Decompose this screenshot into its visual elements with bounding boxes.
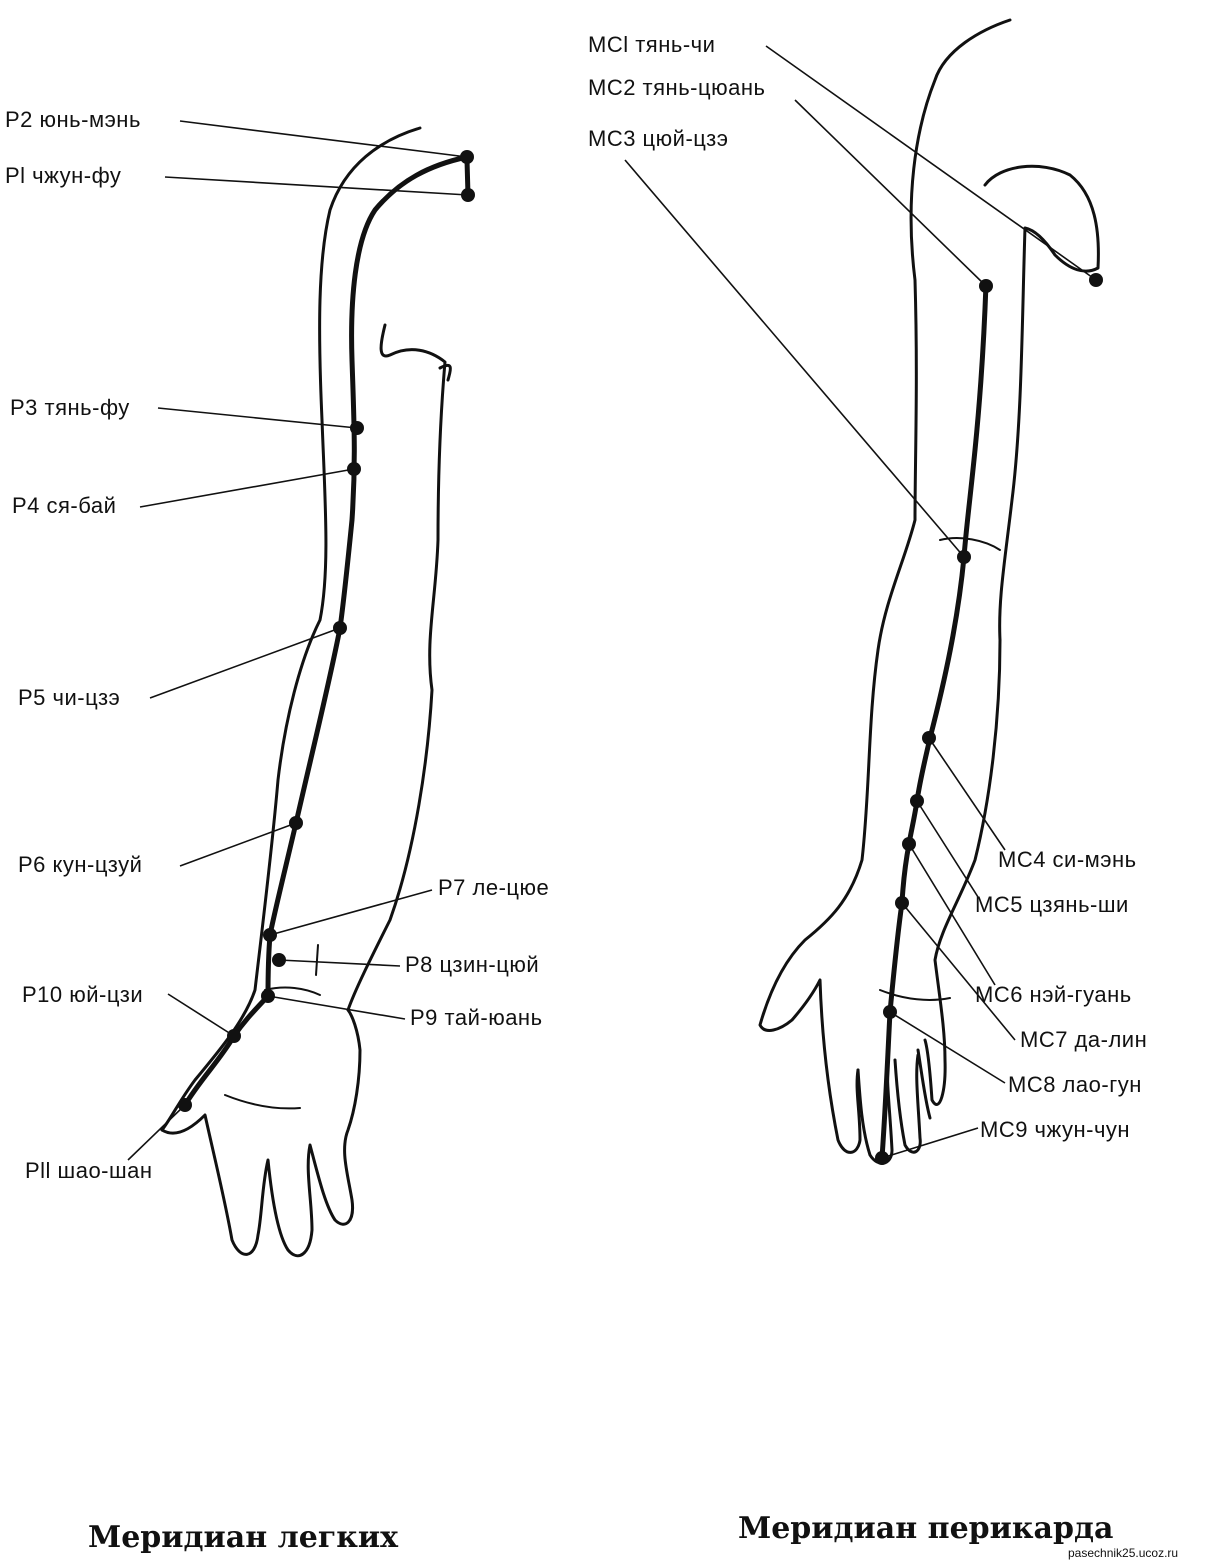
right-elbow-crease — [939, 537, 1001, 551]
label-p2: P2 юнь-мэнь — [5, 107, 141, 132]
leader-mc9 — [881, 1127, 979, 1159]
right-arm-illustration — [758, 18, 1100, 1165]
acupoint-mc6 — [902, 837, 916, 851]
acupoint-p1 — [461, 188, 475, 202]
label-mc2: МС2 тянь-цюань — [588, 75, 765, 100]
lung-labels: P2 юнь-мэнь Pl чжун-фу P3 тянь-фу P4 ся-… — [5, 107, 549, 1183]
label-mc6: МС6 нэй-гуань — [975, 982, 1132, 1007]
caption-lung-meridian: Меридиан легких — [88, 1520, 399, 1555]
right-palm-crease — [879, 989, 951, 1001]
acupoint-mc1 — [1089, 273, 1103, 287]
label-mc3: МС3 цюй-цзэ — [588, 126, 728, 151]
leader-p7 — [269, 889, 433, 936]
leader-p10 — [167, 993, 235, 1037]
leader-p3 — [157, 407, 358, 429]
left-arm-inner-contour — [160, 126, 422, 1132]
leader-p1 — [164, 176, 469, 196]
leader-mc7 — [901, 902, 1016, 1041]
right-arm-inner-contour — [758, 18, 1012, 1154]
watermark: pasechnik25.ucoz.ru — [1068, 1546, 1178, 1560]
left-palm-crease — [224, 1094, 301, 1110]
label-mc5: МС5 цзянь-ши — [975, 892, 1129, 917]
leader-mc3 — [624, 159, 965, 558]
label-p1: Pl чжун-фу — [5, 163, 121, 188]
acupoint-p3 — [350, 421, 364, 435]
acupoint-p10 — [227, 1029, 241, 1043]
pericardium-labels: MCl тянь-чи МС2 тянь-цюань МС3 цюй-цзэ М… — [588, 32, 1147, 1142]
label-p7: P7 ле-цюе — [438, 875, 549, 900]
leader-lines — [127, 45, 1097, 1161]
acupoint-p6 — [289, 816, 303, 830]
leader-p11 — [127, 1104, 186, 1161]
acupoint-mc9 — [875, 1151, 889, 1165]
acupoint-p9 — [261, 989, 275, 1003]
leader-mc2 — [794, 99, 987, 287]
label-p8: P8 цзин-цюй — [405, 952, 539, 977]
left-hand-contour — [160, 1008, 362, 1258]
leader-p8 — [278, 959, 401, 967]
leader-p4 — [139, 468, 355, 508]
label-mc8: МС8 лао-гун — [1008, 1072, 1142, 1097]
acupoint-p8 — [272, 953, 286, 967]
label-p6: P6 кун-цзуй — [18, 852, 142, 877]
acupoint-mc7 — [895, 896, 909, 910]
acupoints — [178, 150, 1103, 1165]
acupoint-p4 — [347, 462, 361, 476]
leader-mc1 — [765, 45, 1097, 281]
left-forearm-mark — [315, 944, 319, 976]
leader-p6 — [179, 822, 297, 867]
left-arm-illustration — [160, 126, 471, 1258]
leader-p5 — [149, 627, 341, 699]
acupoint-p7 — [263, 928, 277, 942]
label-mc7: МС7 да-лин — [1020, 1027, 1147, 1052]
left-arm-shoulder-contour — [438, 363, 452, 382]
label-mc1: MCl тянь-чи — [588, 32, 715, 57]
acupoint-mc2 — [979, 279, 993, 293]
label-mc9: МС9 чжун-чун — [980, 1117, 1130, 1142]
acupoint-p2 — [460, 150, 474, 164]
label-mc4: МС4 си-мэнь — [998, 847, 1137, 872]
left-arm-outer-contour — [346, 323, 447, 1012]
caption-pericardium-meridian: Меридиан перикарда — [738, 1511, 1113, 1546]
acupoint-mc4 — [922, 731, 936, 745]
acupoint-mc5 — [910, 794, 924, 808]
acupoint-mc8 — [883, 1005, 897, 1019]
leader-p9 — [267, 995, 406, 1020]
acupoint-p11 — [178, 1098, 192, 1112]
leader-mc8 — [889, 1011, 1006, 1084]
leader-mc4 — [928, 737, 1006, 851]
label-p9: P9 тай-юань — [410, 1005, 543, 1030]
acupoint-mc3 — [957, 550, 971, 564]
label-p5: P5 чи-цзэ — [18, 685, 120, 710]
leader-mc6 — [908, 843, 996, 986]
label-p10: P10 юй-цзи — [22, 982, 143, 1007]
acupoint-p5 — [333, 621, 347, 635]
label-p3: P3 тянь-фу — [10, 395, 130, 420]
pericardium-meridian-path — [879, 281, 989, 1161]
label-p4: P4 ся-бай — [12, 493, 116, 518]
leader-mc5 — [916, 800, 979, 898]
label-p11: Pll шао-шан — [25, 1158, 153, 1183]
leader-p2 — [179, 120, 468, 158]
lung-meridian-path — [182, 154, 470, 1108]
